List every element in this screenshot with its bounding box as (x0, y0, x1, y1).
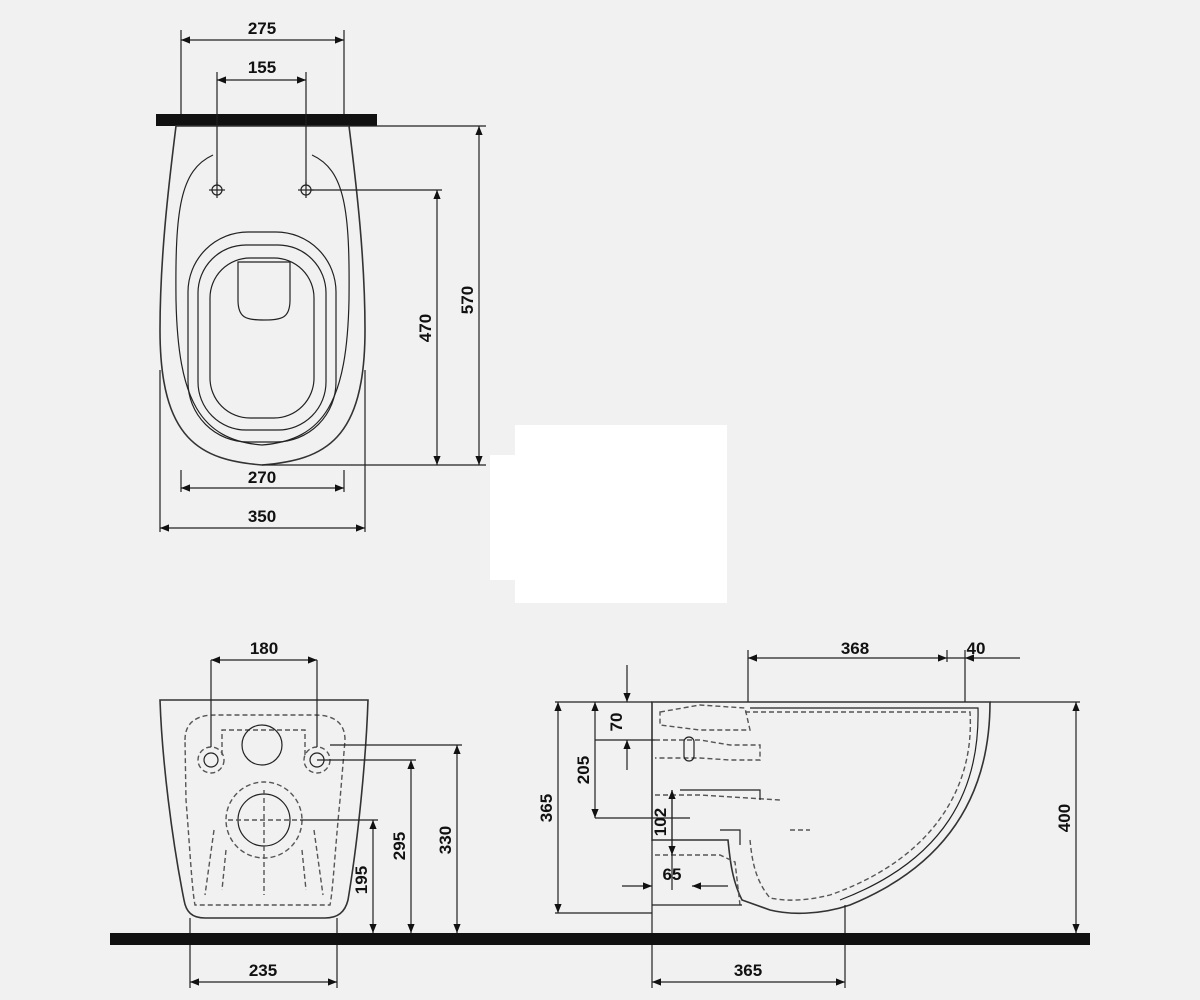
side-rim (659, 704, 751, 731)
side-outline (651, 701, 991, 915)
dim-total-length: 570 (458, 286, 477, 314)
dim-side-rim-depth: 368 (841, 639, 869, 658)
side-view: 368 40 70 205 365 102 65 400 365 (537, 639, 1080, 988)
dim-rear-total-height: 330 (436, 826, 455, 854)
dim-side-rim-setback: 40 (967, 639, 986, 658)
side-trap (655, 794, 781, 906)
dim-rear-fixing-spacing: 180 (250, 639, 278, 658)
dim-side-base-depth: 365 (734, 961, 762, 980)
dim-side-inlet-offset: 70 (607, 713, 626, 732)
water-surface (237, 261, 291, 321)
dim-side-inlet-to-outlet: 205 (574, 756, 593, 784)
rear-view: 180 195 295 330 235 (159, 639, 462, 988)
dim-rear-base-width: 235 (249, 961, 277, 980)
dim-bracket-outer: 275 (248, 19, 276, 38)
dim-fixing-to-front: 470 (416, 314, 435, 342)
dim-side-total-height: 365 (537, 794, 556, 822)
side-outlet (680, 789, 761, 845)
side-bowl-inner (745, 711, 972, 901)
dim-side-floor-height: 400 (1055, 804, 1074, 832)
rear-hidden-inlet (221, 729, 306, 755)
dim-side-outlet-height: 102 (651, 808, 670, 836)
top-inner-shell (175, 154, 350, 446)
dim-side-outlet-depth: 65 (663, 865, 682, 884)
top-outline (159, 125, 366, 466)
wall-bar-top (156, 114, 377, 126)
top-view: 275 155 570 470 270 350 (156, 19, 486, 532)
bowl-inner (209, 257, 315, 419)
rear-inlet (241, 724, 283, 766)
dim-rear-fixing-height: 295 (390, 832, 409, 860)
seat-outline (187, 231, 337, 443)
blank-patch (490, 425, 727, 603)
side-inlet-passage (655, 739, 761, 761)
bowl-opening (197, 244, 327, 431)
dim-bowl-width: 270 (248, 468, 276, 487)
side-bowl-inner-line (750, 707, 979, 901)
dim-total-width: 350 (248, 507, 276, 526)
floor-bar (110, 933, 1090, 945)
side-inlet-slot (683, 736, 695, 762)
dim-bracket-inner: 155 (248, 58, 276, 77)
dim-rear-outlet-height: 195 (352, 866, 371, 894)
